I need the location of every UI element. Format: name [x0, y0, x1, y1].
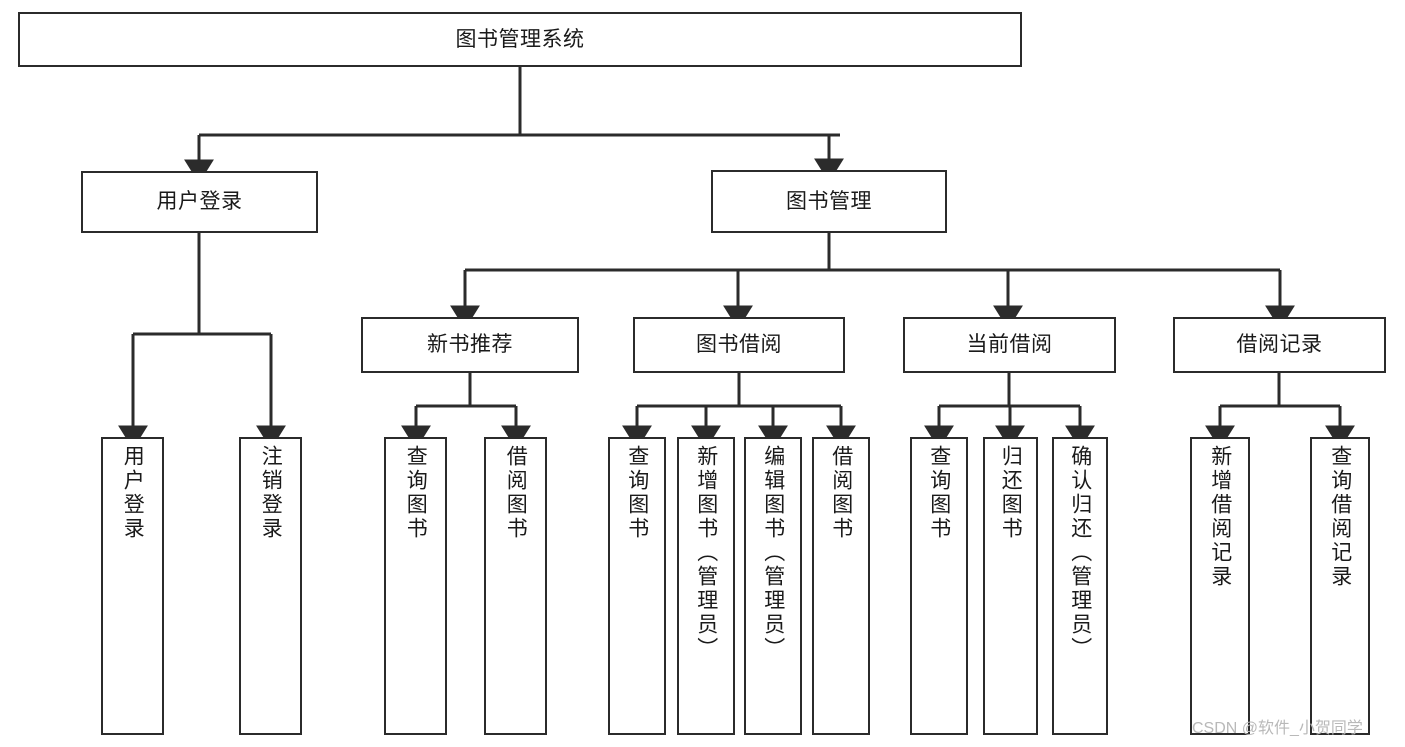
- node-level3-0[interactable]: 新书推荐: [361, 317, 579, 373]
- node-leaf-11-label: 新增借阅记录: [1208, 445, 1232, 589]
- node-level3-0-label: 新书推荐: [427, 333, 513, 357]
- node-root-label: 图书管理系统: [455, 27, 585, 51]
- node-level2-0-label: 用户登录: [156, 190, 243, 214]
- node-leaf-11[interactable]: 新增借阅记录: [1190, 437, 1250, 735]
- node-leaf-2-label: 查询图书: [404, 445, 428, 541]
- node-level3-3-label: 借阅记录: [1236, 333, 1323, 357]
- node-leaf-4-label: 查询图书: [625, 445, 649, 541]
- node-level3-2[interactable]: 当前借阅: [903, 317, 1116, 373]
- node-level3-1-label: 图书借阅: [696, 333, 782, 357]
- node-leaf-2[interactable]: 查询图书: [384, 437, 447, 735]
- node-level3-3[interactable]: 借阅记录: [1173, 317, 1386, 373]
- node-leaf-1[interactable]: 注销登录: [239, 437, 302, 735]
- node-leaf-9[interactable]: 归还图书: [983, 437, 1038, 735]
- node-leaf-0[interactable]: 用户登录: [101, 437, 164, 735]
- node-leaf-9-label: 归还图书: [999, 445, 1023, 541]
- node-leaf-10-label: 确认归还（管理员）: [1068, 445, 1092, 661]
- node-leaf-4[interactable]: 查询图书: [608, 437, 666, 735]
- node-leaf-7[interactable]: 借阅图书: [812, 437, 870, 735]
- node-leaf-12[interactable]: 查询借阅记录: [1310, 437, 1370, 735]
- node-leaf-3-label: 借阅图书: [504, 445, 528, 541]
- node-leaf-8[interactable]: 查询图书: [910, 437, 968, 735]
- node-level2-0[interactable]: 用户登录: [81, 171, 318, 233]
- node-leaf-5-label: 新增图书（管理员）: [694, 445, 718, 661]
- node-leaf-5[interactable]: 新增图书（管理员）: [677, 437, 735, 735]
- node-leaf-12-label: 查询借阅记录: [1328, 445, 1352, 589]
- node-leaf-6-label: 编辑图书（管理员）: [761, 445, 785, 661]
- node-leaf-7-label: 借阅图书: [829, 445, 853, 541]
- node-leaf-1-label: 注销登录: [259, 445, 283, 541]
- node-leaf-3[interactable]: 借阅图书: [484, 437, 547, 735]
- node-level3-2-label: 当前借阅: [966, 333, 1053, 357]
- node-root[interactable]: 图书管理系统: [18, 12, 1022, 67]
- node-level2-1[interactable]: 图书管理: [711, 170, 947, 233]
- node-level2-1-label: 图书管理: [786, 189, 872, 213]
- node-level3-1[interactable]: 图书借阅: [633, 317, 845, 373]
- node-leaf-6[interactable]: 编辑图书（管理员）: [744, 437, 802, 735]
- node-leaf-8-label: 查询图书: [927, 445, 951, 541]
- node-leaf-10[interactable]: 确认归还（管理员）: [1052, 437, 1108, 735]
- node-leaf-0-label: 用户登录: [121, 445, 145, 541]
